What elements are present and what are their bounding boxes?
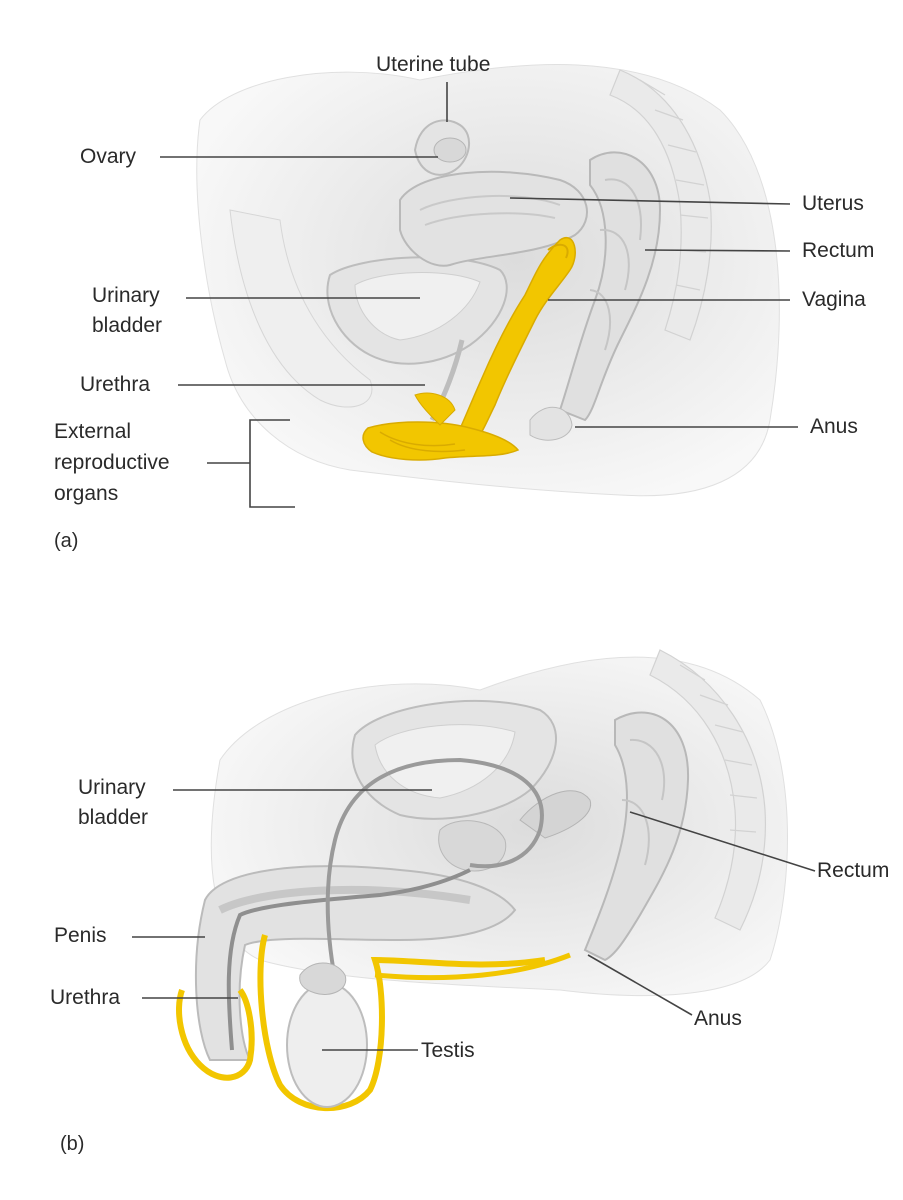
label-testis: Testis [421, 1036, 475, 1066]
label-external-organs-line2: reproductive [54, 448, 170, 478]
label-external-organs-line3: organs [54, 479, 118, 509]
label-ovary: Ovary [80, 142, 136, 172]
label-urinary-bladder-female-line1: Urinary [92, 281, 160, 311]
label-uterus: Uterus [802, 189, 864, 219]
label-external-organs-line1: External [54, 417, 131, 447]
label-uterine-tube: Uterine tube [376, 50, 490, 80]
label-anus-female: Anus [810, 412, 858, 442]
female-ovary [434, 138, 466, 162]
label-urethra-male: Urethra [50, 983, 120, 1013]
label-rectum-male: Rectum [817, 856, 889, 886]
label-anus-male: Anus [694, 1004, 742, 1034]
panel-a-art [160, 65, 798, 507]
panel-a-tag: (a) [54, 530, 78, 553]
label-rectum-female: Rectum [802, 236, 874, 266]
label-urinary-bladder-female-line2: bladder [92, 311, 162, 341]
label-urinary-bladder-male-line2: bladder [78, 803, 148, 833]
male-testis [287, 983, 367, 1107]
label-urethra-female: Urethra [80, 370, 150, 400]
panel-b-tag: (b) [60, 1133, 84, 1156]
label-urinary-bladder-male-line1: Urinary [78, 773, 146, 803]
label-penis: Penis [54, 921, 107, 951]
label-vagina: Vagina [802, 285, 866, 315]
